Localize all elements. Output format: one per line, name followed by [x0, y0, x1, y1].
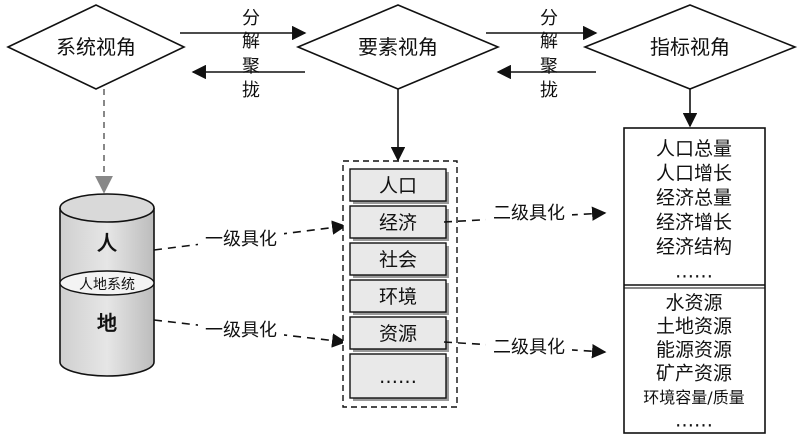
element-box: 资源	[349, 316, 449, 352]
human-earth-cylinder: 人 人地系统 地	[59, 193, 155, 377]
cylinder-middle-label: 人地系统	[79, 277, 135, 293]
indicator-item: ……	[675, 410, 713, 432]
level2-label-bg-top	[486, 200, 572, 226]
indicator-item: 人口增长	[656, 163, 732, 185]
indicator-item: 人口总量	[656, 138, 732, 160]
indicator-perspective-label: 指标视角	[650, 35, 730, 59]
element-label: 经济	[379, 212, 417, 234]
level1-label-top: 一级具化	[205, 229, 277, 250]
level1-label-bg-top	[198, 226, 284, 252]
indicator-item: 环境容量/质量	[643, 388, 744, 407]
level1-label-bottom: 一级具化	[205, 320, 277, 341]
aggregate-char-1b: 拢	[242, 80, 260, 101]
element-label: 资源	[379, 323, 417, 345]
element-box: 社会	[349, 242, 449, 278]
element-label: 社会	[379, 249, 417, 271]
indicator-item: 能源资源	[656, 339, 732, 361]
aggregate-char-2a: 聚	[540, 56, 558, 77]
decompose-char-1a: 分	[242, 8, 260, 29]
element-box: 经济	[349, 205, 449, 241]
element-perspective-node: 要素视角	[295, 4, 501, 90]
system-perspective-node: 系统视角	[6, 4, 186, 90]
level2-label-bg-bottom	[486, 334, 572, 360]
element-perspective-label: 要素视角	[358, 35, 438, 59]
indicator-item: 水资源	[665, 292, 722, 314]
indicator-item: 矿产资源	[656, 363, 732, 385]
level2-label-top: 二级具化	[493, 203, 565, 224]
indicator-item: 经济增长	[656, 212, 732, 234]
element-label: 人口	[379, 175, 417, 197]
indicator-item: 经济结构	[656, 236, 732, 258]
element-box-face	[349, 353, 447, 399]
decompose-char-1b: 解	[242, 31, 260, 52]
element-box: 人口	[349, 168, 449, 204]
system-perspective-label: 系统视角	[56, 35, 136, 59]
element-box-face	[349, 316, 447, 350]
indicator-item: 经济总量	[656, 187, 732, 209]
aggregate-char-2b: 拢	[540, 80, 558, 101]
element-box-face	[349, 205, 447, 239]
indicator-list-frame	[623, 127, 766, 434]
cylinder-bottom-label: 地	[97, 311, 117, 335]
indicator-item: ……	[675, 261, 713, 283]
element-box-face	[349, 279, 447, 313]
level2-label-bottom: 二级具化	[493, 337, 565, 358]
level1-arrow-top	[153, 220, 347, 251]
decompose-char-2a: 分	[540, 8, 558, 29]
element-box-face	[349, 168, 447, 202]
indicator-item: 土地资源	[656, 316, 732, 338]
level1-arrow-bottom	[153, 319, 347, 348]
element-box: 环境	[349, 279, 449, 315]
decompose-char-2b: 解	[540, 31, 558, 52]
element-box-face	[349, 242, 447, 276]
level1-label-bg-bottom	[198, 316, 284, 342]
element-label: 环境	[379, 286, 417, 308]
indicator-perspective-node: 指标视角	[582, 4, 798, 90]
aggregate-char-1a: 聚	[242, 56, 260, 77]
cylinder-top-label: 人	[97, 231, 118, 255]
element-box: ……	[349, 353, 449, 401]
element-label: ……	[379, 366, 417, 388]
